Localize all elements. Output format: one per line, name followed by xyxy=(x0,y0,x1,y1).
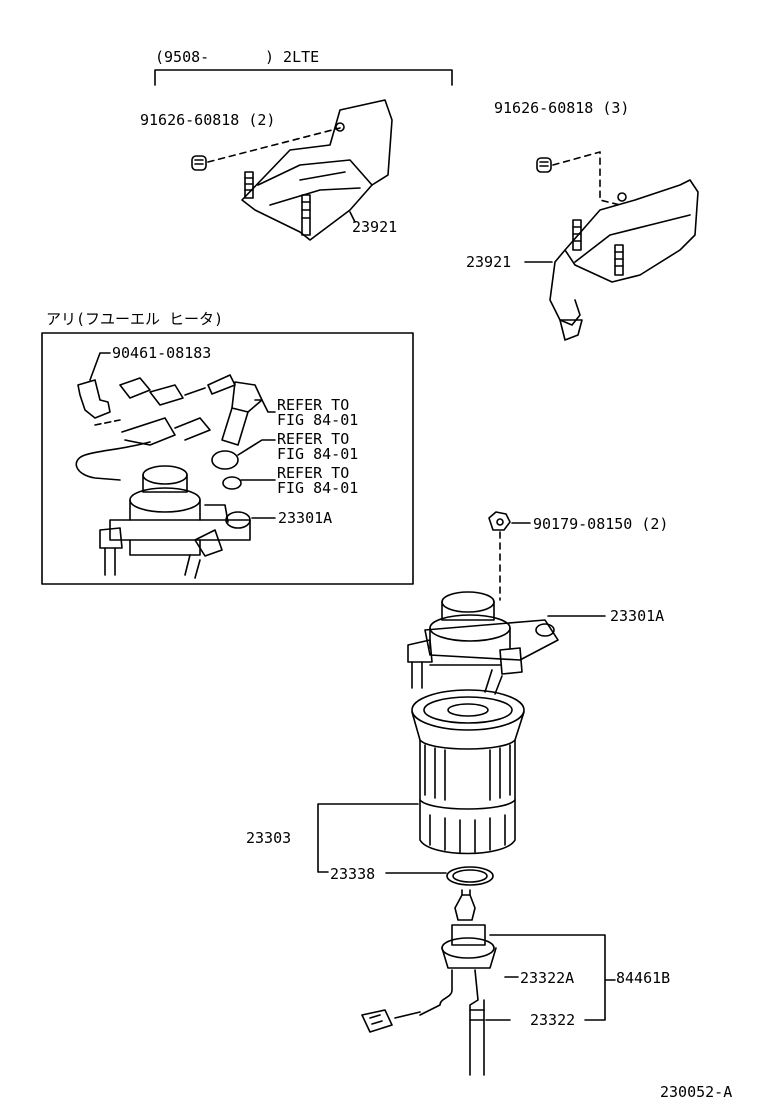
variant-box-frame xyxy=(41,332,414,585)
gasket-icon xyxy=(446,866,494,886)
variant-box-title: アリ(フユーエル ヒータ) xyxy=(46,310,223,328)
sensor-a-label: 23322A xyxy=(520,969,574,987)
sensor-set-label: 84461B xyxy=(616,969,670,987)
stud-left-1 xyxy=(244,171,254,199)
bolt-left-label: 91626-60818 (2) xyxy=(140,111,275,129)
bracket-left-label: 23921 xyxy=(352,218,397,236)
nut-icon xyxy=(488,511,511,531)
figure-id: 230052-A xyxy=(660,1083,732,1101)
sensor-label: 23322 xyxy=(530,1011,575,1029)
refer-3-line2: FIG 84-01 xyxy=(277,479,358,497)
filter-element-icon xyxy=(411,689,525,855)
nut-group: 90179-08150 (2) xyxy=(488,511,668,601)
bracket-left: 91626-60818 (2) 23921 xyxy=(140,99,397,241)
filter-leader xyxy=(317,803,419,873)
refer-2-line2: FIG 84-01 xyxy=(277,445,358,463)
clamp-label: 90461-08183 xyxy=(112,344,211,362)
sensor-icon xyxy=(361,889,497,1076)
clamp-icon xyxy=(77,379,111,419)
refer-1-line1: REFER TO xyxy=(277,396,349,414)
connector-1 xyxy=(119,377,151,399)
bracket-right: 91626-60818 (3) 23921 xyxy=(466,99,699,341)
bolt-right-label: 91626-60818 (3) xyxy=(494,99,629,117)
model-range-close: ) 2LTE xyxy=(265,48,319,66)
oring-1 xyxy=(211,450,239,470)
variant-box: アリ(フユーエル ヒータ) 90461-08183 REFER TO FIG 8… xyxy=(41,310,414,585)
sensor-plug-icon xyxy=(231,381,263,413)
nut-label: 90179-08150 (2) xyxy=(533,515,668,533)
filter-element-label: 23303 xyxy=(246,829,291,847)
gasket-label: 23338 xyxy=(330,865,375,883)
model-range-bracket: (9508- ) 2LTE xyxy=(154,48,453,86)
model-range-open: (9508- xyxy=(155,48,209,66)
refer-2-line1: REFER TO xyxy=(277,430,349,448)
filter-head-variant-label: 23301A xyxy=(278,509,332,527)
refer-3-line1: REFER TO xyxy=(277,464,349,482)
bolt-left-icon xyxy=(191,155,207,171)
bracket-right-label: 23921 xyxy=(466,253,511,271)
filter-head-variant-icon xyxy=(99,465,251,579)
stud-right-1 xyxy=(572,219,582,251)
bolt-right-icon xyxy=(536,157,552,173)
filter-head-label: 23301A xyxy=(610,607,664,625)
oring-2 xyxy=(222,476,242,490)
refer-1-line2: FIG 84-01 xyxy=(277,411,358,429)
stud-right-2 xyxy=(614,244,624,276)
filter-head-icon xyxy=(407,591,559,695)
stud-left-2 xyxy=(301,194,311,236)
